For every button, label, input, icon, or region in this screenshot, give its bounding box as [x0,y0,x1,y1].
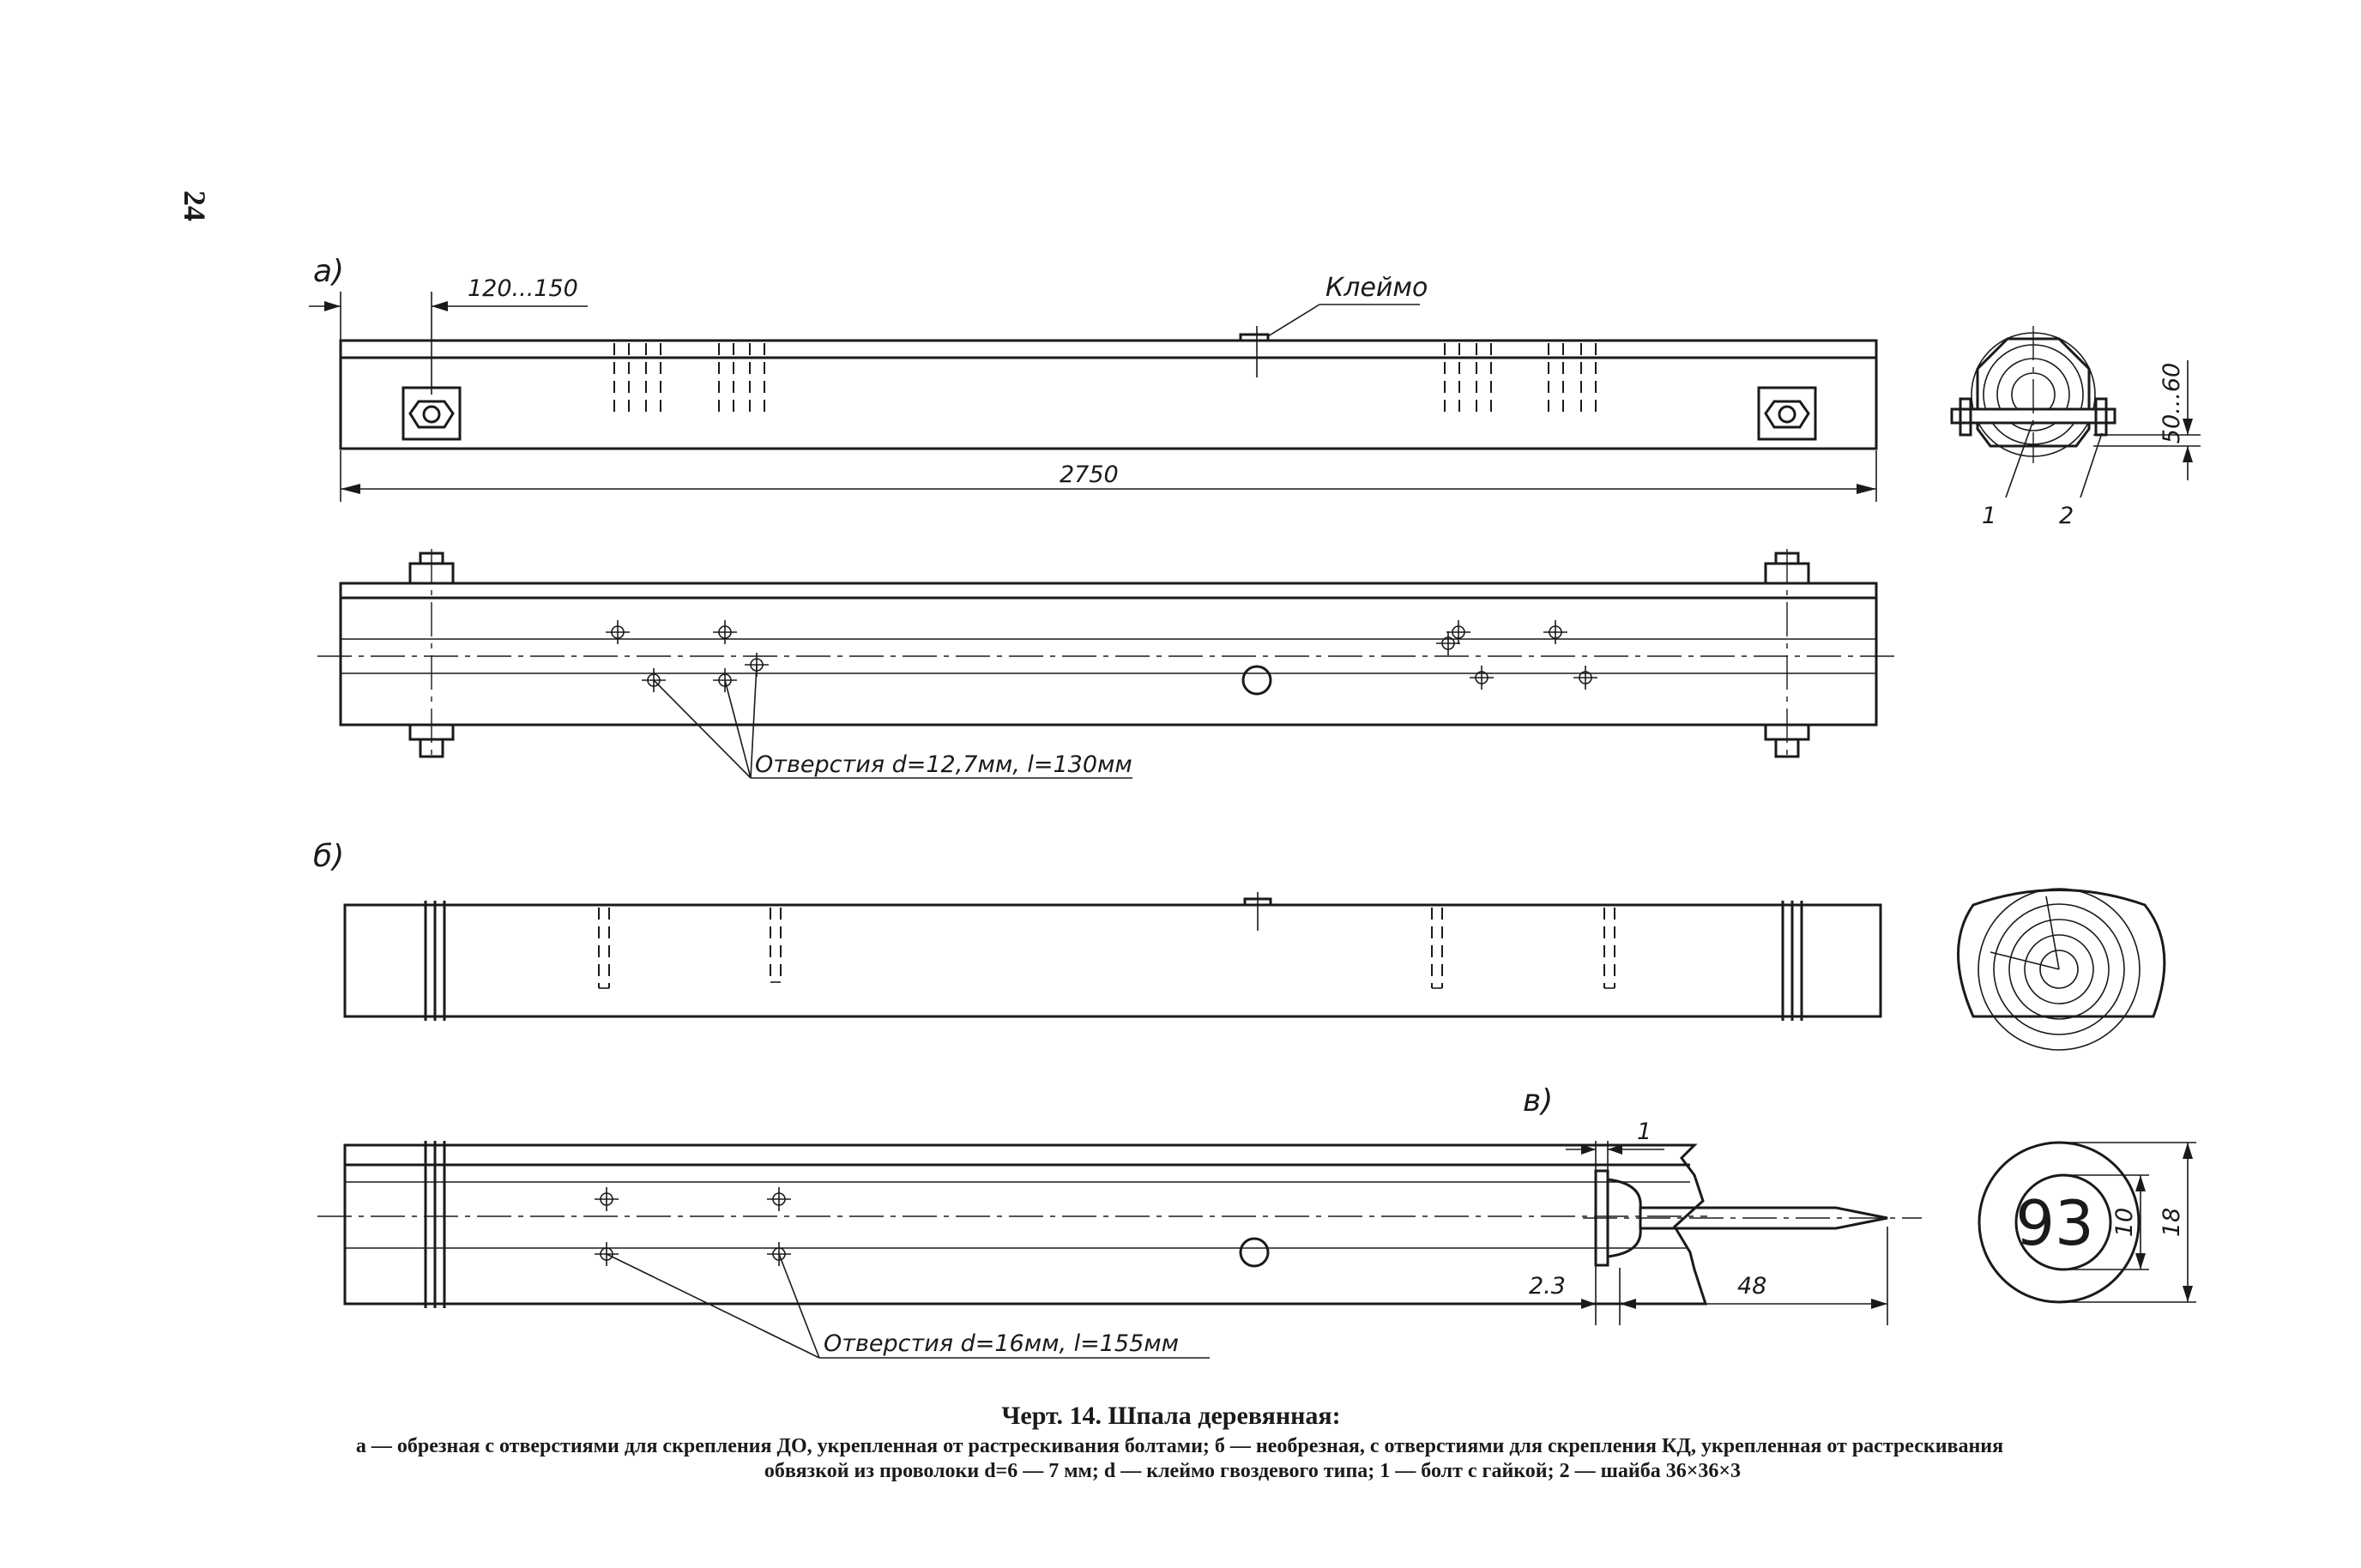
stamp-callout: Клеймо [1325,273,1428,303]
label-v: в) [1523,1083,1553,1119]
dim-head-thickness: 1 [1637,1119,1651,1145]
stamp-face: 93 10 18 [1978,1141,2196,1304]
caption-title: Черт. 14. Шпала деревянная: [1001,1402,1340,1430]
wire-bands-b-plan [424,1141,446,1308]
dim-end-offset: 120...150 [468,275,578,302]
dashed-holes-a [613,343,1597,416]
wire-bands-b [424,901,1803,1021]
caption-line-2: обвязкой из проволоки d=6 — 7 мм; d — кл… [764,1460,1741,1482]
holes-b-callout: Отверстия d=16мм, l=155мм [824,1330,1179,1357]
holes-a [606,620,1597,692]
view-a-plan: Отверстия d=12,7мм, l=130мм [317,549,1896,779]
part-label-2: 2 [2059,503,2074,529]
bolt-right-a [1757,386,1817,441]
view-a-elevation: а) Клеймо [309,254,1878,502]
part-label-1: 1 [1982,503,1996,529]
stamp-number: 93 [2015,1187,2094,1259]
view-b-elevation: б) [313,839,1882,1021]
sleeper-a-plan-outline [339,582,1878,727]
dim-nail-length: 48 [1737,1273,1766,1300]
stamp-marker-a [1239,333,1270,342]
caption-line-1: а — обрезная с отверстиями для скреплени… [356,1435,2003,1457]
view-b-plan: Отверстия d=16мм, l=155мм [317,1141,1708,1359]
label-a: а) [313,254,344,289]
holes-b [595,1187,791,1266]
dashed-holes-b [598,908,1615,989]
sleeper-a-side-outline [339,339,1878,450]
view-v-nail: в) 1 2.3 48 [1523,1083,1922,1325]
dim-head-spacing: 2.3 [1529,1273,1566,1300]
stamp-hole-a [1241,665,1272,696]
figure-caption: Черт. 14. Шпала деревянная: а — обрезная… [356,1402,2003,1482]
stamp-inner-circle [2014,1173,2112,1271]
section-b [1957,888,2166,1051]
sleeper-b-plan-outline [343,1143,1708,1306]
bolt-heads-a [408,552,1810,758]
sleeper-b-side-outline [343,903,1882,1018]
dim-length: 2750 [1060,461,1119,488]
section-a-outline [1976,337,2091,448]
stamp-hole-b [1239,1237,1270,1268]
section-b-outline [1957,889,2166,1018]
bolt-left-a [402,386,462,441]
holes-a-callout: Отверстия d=12,7мм, l=130мм [755,751,1132,778]
page-number: 24 [178,190,212,221]
dim-stamp-inner: 10 [2111,1208,2138,1237]
dim-stamp-outer: 18 [2159,1208,2185,1237]
nail-shank [1640,1206,1888,1230]
section-a: 50...60 1 2 [1950,326,2201,529]
dim-section-height: 50...60 [2159,363,2185,443]
label-b: б) [313,839,344,874]
